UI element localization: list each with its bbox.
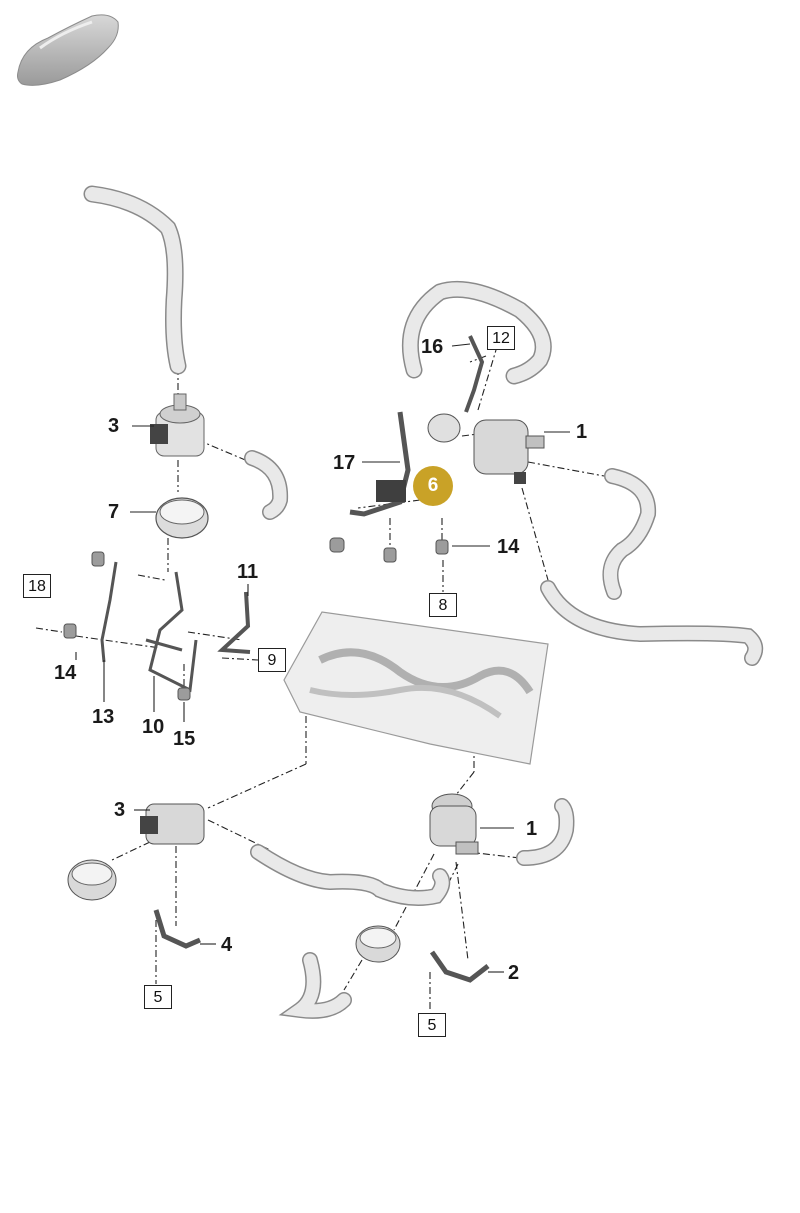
part-right-side-hose bbox=[540, 468, 764, 666]
part-17-bracket bbox=[349, 411, 411, 517]
callout-1-top: 1 bbox=[576, 421, 588, 443]
part-10-13-brackets bbox=[100, 561, 198, 693]
ref-box-9: 9 bbox=[258, 648, 286, 672]
callout-17: 17 bbox=[333, 452, 356, 474]
highlighted-callout-6[interactable]: 6 bbox=[413, 466, 453, 506]
part-1-bottom-electric-pump bbox=[429, 793, 479, 855]
part-bottom-clamp-ring-right bbox=[355, 925, 401, 963]
part-7-clamp-ring bbox=[155, 497, 209, 539]
part-3-top-electric-pump bbox=[150, 393, 205, 457]
part-2-clip bbox=[429, 950, 490, 983]
part-bottom-clamp-ring-left bbox=[67, 859, 117, 901]
callout-3-top: 3 bbox=[108, 415, 120, 437]
callout-1-bottom: 1 bbox=[526, 818, 538, 840]
ref-box-5-right: 5 bbox=[418, 1013, 446, 1037]
part-bottom-right-hose bbox=[516, 798, 575, 866]
ref-box-12: 12 bbox=[487, 326, 515, 350]
callout-2: 2 bbox=[508, 962, 520, 984]
ref-box-8: 8 bbox=[429, 593, 457, 617]
callout-4: 4 bbox=[221, 934, 233, 956]
callout-13: 13 bbox=[92, 706, 115, 728]
car-silhouette-icon bbox=[17, 14, 119, 86]
part-mounts bbox=[63, 537, 449, 701]
part-top-short-hose bbox=[244, 450, 289, 520]
part-top-coolant-hose bbox=[83, 185, 187, 375]
part-upper-right-hose bbox=[401, 280, 552, 385]
callout-lines bbox=[75, 343, 570, 973]
callout-14-right: 14 bbox=[497, 536, 520, 558]
part-1-top-electric-pump bbox=[473, 419, 545, 484]
part-bottom-left-hose bbox=[278, 952, 352, 1019]
part-battery-cooling-plate bbox=[283, 611, 549, 765]
callout-11: 11 bbox=[237, 561, 259, 583]
part-3-bottom-electric-pump bbox=[140, 803, 205, 845]
callout-14-left: 14 bbox=[54, 662, 77, 684]
ref-box-5-left: 5 bbox=[144, 985, 172, 1009]
ref-box-18: 18 bbox=[23, 574, 51, 598]
callout-15: 15 bbox=[173, 728, 196, 750]
callout-16: 16 bbox=[421, 336, 444, 358]
part-16-clip bbox=[464, 335, 485, 413]
part-4-clip bbox=[153, 909, 201, 949]
callout-10: 10 bbox=[142, 716, 165, 738]
part-11-clip bbox=[217, 591, 251, 654]
callout-7: 7 bbox=[108, 501, 120, 523]
part-sleeve bbox=[427, 413, 461, 443]
callout-3-bottom: 3 bbox=[114, 799, 126, 821]
part-bottom-middle-hose bbox=[250, 844, 451, 906]
